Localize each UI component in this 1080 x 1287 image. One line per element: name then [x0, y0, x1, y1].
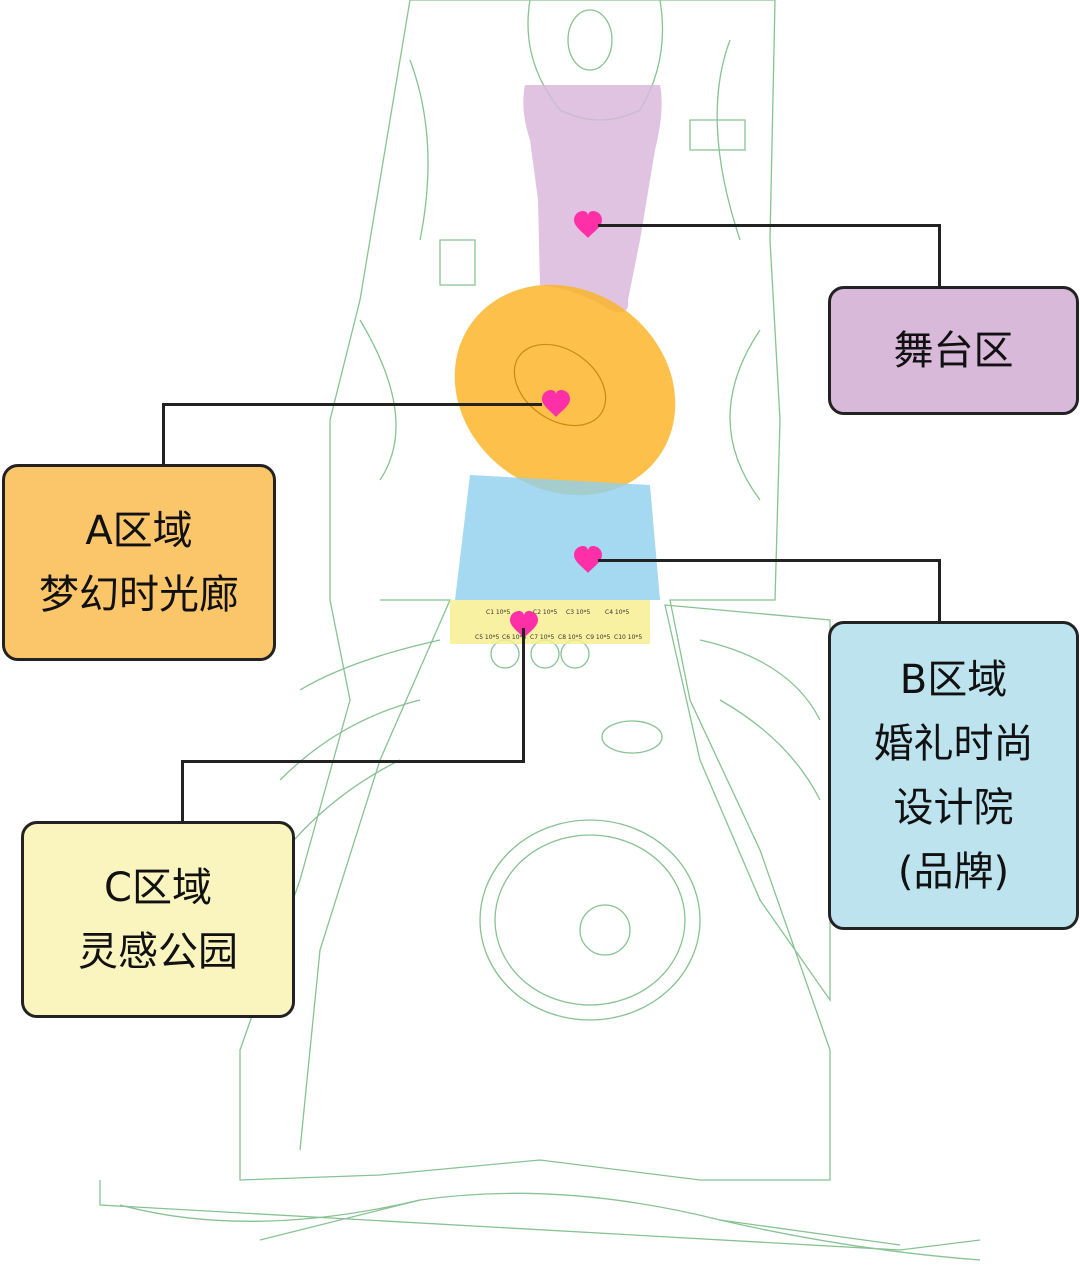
stage-zone-label: 舞台区: [828, 286, 1079, 415]
connector-b: [938, 559, 941, 623]
label-line: B区域: [899, 656, 1008, 703]
zone-b-label: B区域 婚礼时尚 设计院 (品牌): [828, 621, 1079, 930]
label-line: 梦幻时光廊: [39, 571, 239, 618]
heart-icon[interactable]: [574, 546, 602, 573]
zone-c-area[interactable]: [450, 600, 650, 644]
connector-a: [162, 403, 165, 466]
connector-stage: [598, 224, 941, 227]
connector-c: [181, 760, 525, 763]
booth-label: C9 10*5: [586, 634, 611, 641]
stage-zone[interactable]: [523, 85, 662, 313]
heart-icon[interactable]: [510, 611, 538, 638]
zone-a-label: A区域 梦幻时光廊: [2, 464, 276, 661]
label-line: A区域: [85, 507, 193, 554]
zone-c-label: C区域 灵感公园: [21, 821, 295, 1018]
label-line: C区域: [104, 864, 212, 911]
connector-b: [598, 559, 941, 562]
zone-b-area[interactable]: [455, 475, 660, 600]
booth-label: C4 10*5: [605, 609, 630, 616]
booth-label: C5 10*5: [475, 634, 500, 641]
booth-label: C1 10*5: [486, 609, 511, 616]
booth-label: C10 10*5: [614, 634, 642, 641]
heart-icon[interactable]: [574, 211, 602, 238]
booth-label: C6 10*5: [502, 634, 527, 641]
zone-a-area[interactable]: [413, 242, 716, 538]
floor-plan-outline: [99, 0, 981, 1261]
heart-icon[interactable]: [542, 390, 570, 417]
connector-a: [162, 403, 542, 406]
label-line: (品牌): [897, 848, 1010, 895]
label-line: 灵感公园: [78, 928, 238, 975]
label-line: 婚礼时尚: [873, 720, 1034, 767]
label-line: 设计院: [893, 784, 1014, 831]
connector-c: [181, 760, 184, 823]
booth-label: C3 10*5: [566, 609, 591, 616]
booth-label: C2 10*5: [533, 609, 558, 616]
booth-label: C7 10*5: [530, 634, 555, 641]
booth-label: C8 10*5: [558, 634, 583, 641]
connector-c: [522, 628, 525, 763]
label-line: 舞台区: [893, 327, 1014, 374]
connector-stage: [938, 224, 941, 288]
